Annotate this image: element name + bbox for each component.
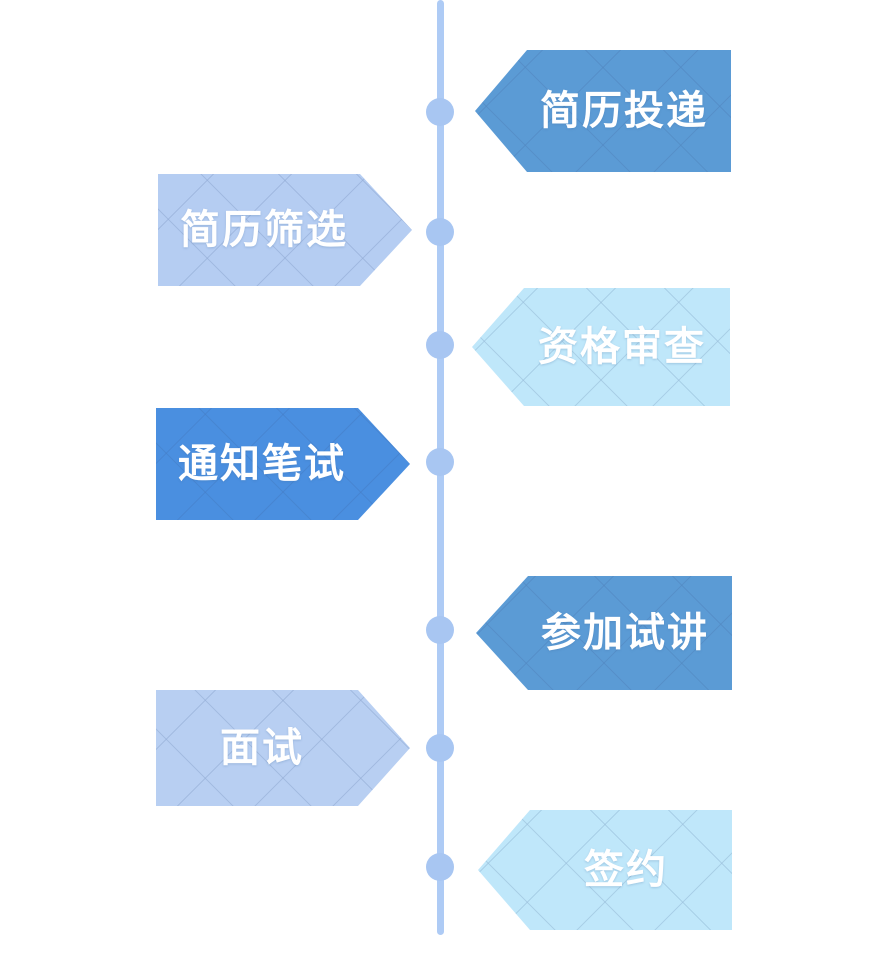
timeline-step-6[interactable]: 面试 (156, 690, 410, 806)
step-arrow-shape (156, 408, 410, 520)
timeline-step-1[interactable]: 简历投递 (475, 50, 731, 172)
step-arrow-shape (478, 810, 732, 930)
timeline-step-2[interactable]: 简历筛选 (158, 174, 412, 286)
timeline-dot-5 (426, 616, 454, 644)
step-arrow-shape (156, 690, 410, 806)
step-label: 参加试讲 (541, 611, 709, 655)
step-arrow-shape (158, 174, 412, 286)
timeline-dot-7 (426, 853, 454, 881)
timeline-dot-3 (426, 331, 454, 359)
step-label: 资格审查 (538, 325, 706, 369)
step-label: 签约 (584, 848, 668, 892)
step-arrow-shape (472, 288, 730, 406)
step-arrow-shape (475, 50, 731, 172)
timeline-dot-2 (426, 218, 454, 246)
timeline-step-7[interactable]: 签约 (478, 810, 732, 930)
step-arrow-shape (476, 576, 732, 690)
timeline-dot-6 (426, 734, 454, 762)
timeline-step-5[interactable]: 参加试讲 (476, 576, 732, 690)
timeline-step-3[interactable]: 资格审查 (472, 288, 730, 406)
step-label: 简历投递 (540, 89, 708, 133)
step-label: 简历筛选 (180, 208, 348, 252)
step-label: 通知笔试 (178, 442, 346, 486)
timeline-dot-4 (426, 448, 454, 476)
timeline-dot-1 (426, 98, 454, 126)
step-label: 面试 (220, 726, 304, 770)
timeline-step-4[interactable]: 通知笔试 (156, 408, 410, 520)
